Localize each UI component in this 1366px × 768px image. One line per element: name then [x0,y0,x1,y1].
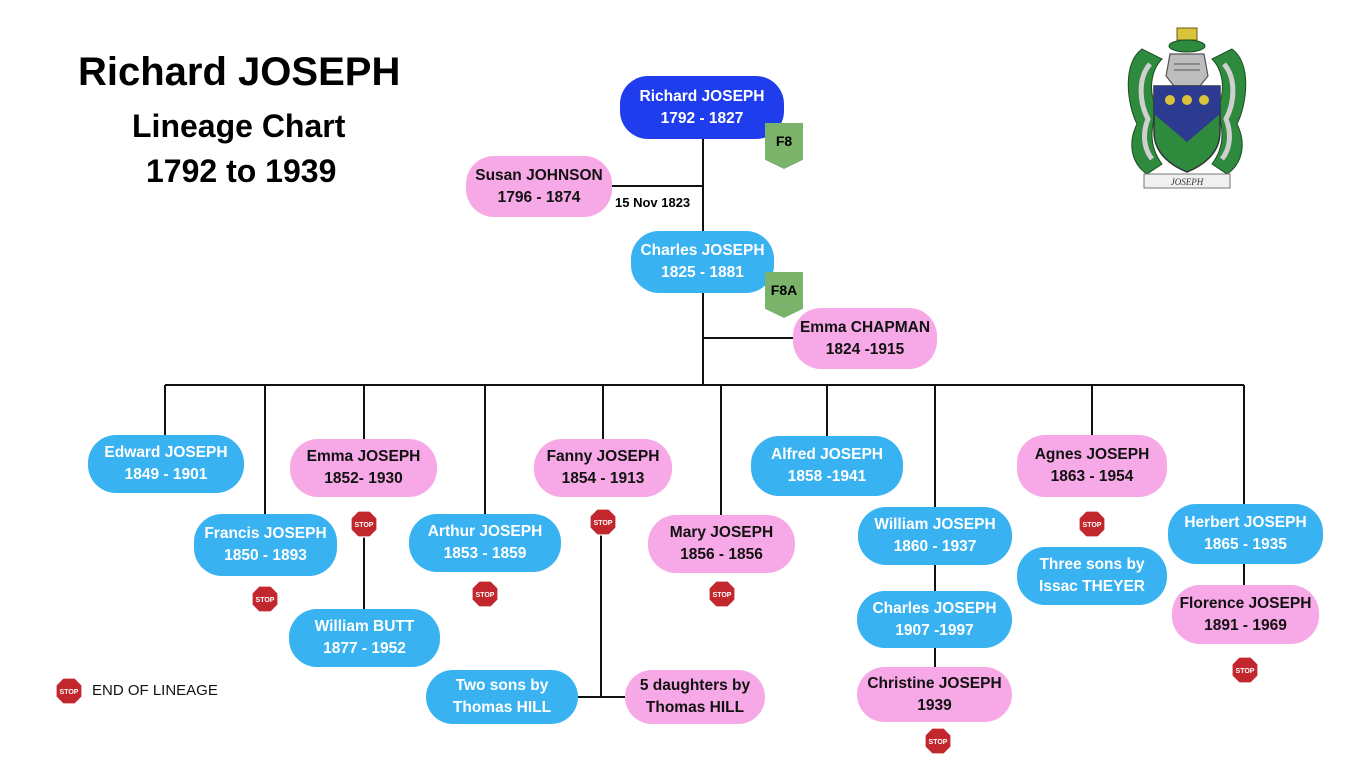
stop-sign-icon: STOP [251,585,279,613]
coat-of-arms-icon: JOSEPH [1127,27,1247,189]
person-name: Fanny JOSEPH [546,448,660,465]
person-christine-joseph: Christine JOSEPH 1939 [857,667,1012,722]
person-florence-joseph: Florence JOSEPH 1891 - 1969 [1172,585,1319,644]
person-name: Emma JOSEPH [306,448,421,465]
person-name: Alfred JOSEPH [771,446,883,463]
group-label: Three sons by [1039,556,1145,573]
person-years: 1850 - 1893 [224,547,307,564]
person-years: 1852- 1930 [324,470,403,487]
person-name: Francis JOSEPH [204,525,327,542]
person-years: 1796 - 1874 [497,188,581,206]
person-emma-joseph: Emma JOSEPH 1852- 1930 [290,439,437,497]
person-charles-joseph-1907: Charles JOSEPH 1907 -1997 [857,591,1012,648]
svg-text:STOP: STOP [476,592,495,599]
person-years: 1824 -1915 [825,340,905,358]
person-name: Charles JOSEPH [640,242,765,259]
svg-text:STOP: STOP [1083,522,1102,529]
stop-sign-icon: STOP [471,580,499,608]
person-fanny-joseph: Fanny JOSEPH 1854 - 1913 [534,439,672,497]
person-agnes-joseph: Agnes JOSEPH 1863 - 1954 [1017,435,1167,497]
svg-text:STOP: STOP [355,522,374,529]
person-william-joseph: William JOSEPH 1860 - 1937 [858,507,1012,565]
group-father: Thomas HILL [452,699,552,716]
person-years: 1858 -1941 [787,468,867,485]
person-name: Edward JOSEPH [104,444,228,461]
person-name: William BUTT [314,618,415,635]
person-name: Christine JOSEPH [867,674,1002,692]
stop-sign-icon: STOP [1078,510,1106,538]
person-years: 1854 - 1913 [561,470,645,487]
group-father: Thomas HILL [645,699,745,716]
group-three-sons-issac-theyer: Three sons by Issac THEYER [1017,547,1167,605]
group-father: Issac THEYER [1039,578,1145,595]
person-richard-joseph: Richard JOSEPH 1792 - 1827 [620,76,784,139]
group-label: 5 daughters by [639,677,751,694]
person-years: 1856 - 1856 [680,546,763,563]
person-name: Mary JOSEPH [669,524,774,541]
person-mary-joseph: Mary JOSEPH 1856 - 1856 [648,515,795,573]
svg-text:STOP: STOP [256,597,275,604]
person-years: 1792 - 1827 [660,109,744,127]
person-name: Emma CHAPMAN [799,318,931,336]
person-name: Charles JOSEPH [872,599,997,617]
legend-label: END OF LINEAGE [92,682,218,699]
svg-text:JOSEPH: JOSEPH [1171,177,1204,187]
stop-sign-icon: STOP [350,510,378,538]
person-alfred-joseph: Alfred JOSEPH 1858 -1941 [751,436,903,496]
chart-subtitle: Lineage Chart [132,108,346,144]
person-years: 1891 - 1969 [1204,616,1287,634]
person-name: Susan JOHNSON [475,166,603,184]
stop-sign-icon: STOP [924,727,952,755]
person-herbert-joseph: Herbert JOSEPH 1865 - 1935 [1168,504,1323,564]
person-years: 1853 - 1859 [443,545,527,562]
person-name: Agnes JOSEPH [1034,446,1150,463]
group-five-daughters-thomas-hill: 5 daughters by Thomas HILL [625,670,765,724]
person-years: 1939 [917,696,952,714]
person-years: 1877 - 1952 [323,640,406,657]
svg-text:STOP: STOP [1236,668,1255,675]
svg-text:STOP: STOP [929,739,948,746]
person-susan-johnson: Susan JOHNSON 1796 - 1874 [466,156,612,217]
person-years: 1849 - 1901 [124,466,208,483]
stop-sign-icon: STOP [589,508,617,536]
stop-sign-icon: STOP [708,580,736,608]
svg-text:STOP: STOP [713,592,732,599]
group-two-sons-thomas-hill: Two sons by Thomas HILL [426,670,578,724]
svg-text:STOP: STOP [594,520,613,527]
chart-title: Richard JOSEPH [78,50,401,94]
stop-sign-icon: STOP [1231,656,1259,684]
svg-text:STOP: STOP [60,689,79,696]
person-name: Herbert JOSEPH [1184,514,1307,531]
person-emma-chapman: Emma CHAPMAN 1824 -1915 [793,308,937,369]
tag-f8: F8 [765,123,803,169]
person-years: 1860 - 1937 [893,538,977,555]
person-years: 1825 - 1881 [661,264,744,281]
person-years: 1907 -1997 [895,621,974,639]
group-label: Two sons by [455,677,549,694]
legend-stop-sign-icon: STOP [55,677,83,705]
person-years: 1865 - 1935 [1204,536,1287,553]
marriage-date: 15 Nov 1823 [615,195,691,210]
person-name: William JOSEPH [874,516,996,533]
person-name: Richard JOSEPH [639,87,765,105]
person-edward-joseph: Edward JOSEPH 1849 - 1901 [88,435,244,493]
tag-f8a: F8A [765,272,803,318]
person-francis-joseph: Francis JOSEPH 1850 - 1893 [194,514,337,576]
person-name: Arthur JOSEPH [427,523,543,540]
person-name: Florence JOSEPH [1179,594,1312,612]
chart-years: 1792 to 1939 [146,153,337,189]
person-years: 1863 - 1954 [1050,468,1134,485]
person-william-butt: William BUTT 1877 - 1952 [289,609,440,667]
person-charles-joseph: Charles JOSEPH 1825 - 1881 [631,231,774,293]
person-arthur-joseph: Arthur JOSEPH 1853 - 1859 [409,514,561,572]
